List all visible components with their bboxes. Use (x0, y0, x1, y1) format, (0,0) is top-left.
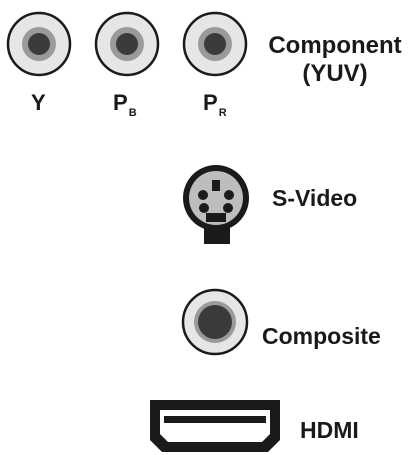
component-title-line1: Component (256, 32, 414, 60)
label-pb: PB (113, 91, 137, 119)
label-pr-subscript: R (219, 107, 227, 119)
composite-jack (183, 290, 247, 354)
label-y: Y (31, 91, 46, 115)
svideo-label: S-Video (272, 186, 357, 210)
label-pr: PR (203, 91, 227, 119)
component-jack-y (8, 13, 70, 75)
component-jack-pr (184, 13, 246, 75)
hdmi-port (150, 400, 280, 452)
hdmi-label: HDMI (300, 418, 359, 442)
composite-label: Composite (262, 324, 381, 348)
component-jack-pb (96, 13, 158, 75)
label-pb-subscript: B (129, 107, 137, 119)
component-title-line2: (YUV) (256, 60, 414, 88)
svideo-connector (183, 165, 249, 244)
component-title: Component (YUV) (256, 32, 414, 88)
